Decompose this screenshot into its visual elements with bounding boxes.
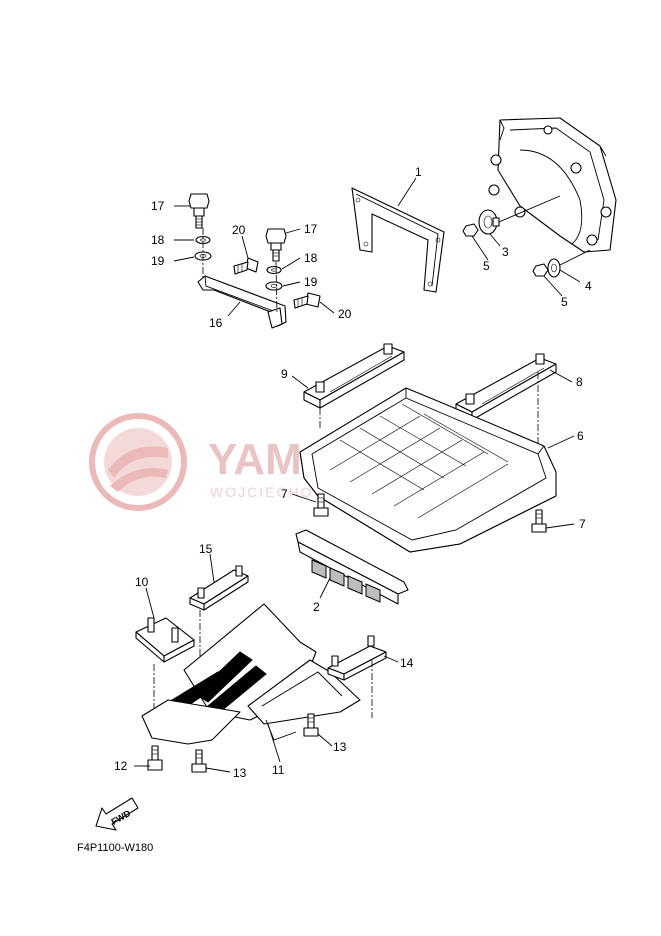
callout-18-right: 18: [304, 251, 318, 265]
callout-2: 2: [313, 600, 320, 614]
part-20-screw-left: [233, 257, 259, 275]
part-8-rail: [455, 353, 557, 421]
callout-14: 14: [400, 656, 414, 670]
callout-19-left: 19: [151, 254, 165, 268]
part-10-pad: [135, 617, 195, 663]
callout-9: 9: [281, 367, 288, 381]
callout-17-right: 17: [304, 222, 318, 236]
part-7-screw-left: [313, 493, 329, 517]
part-12-screw: [147, 745, 163, 771]
fwd-arrow-icon: FWD: [95, 797, 139, 831]
part-16-bracket: [197, 275, 287, 329]
part-3-rubber-mount: [478, 195, 561, 235]
callout-3: 3: [502, 245, 509, 259]
callout-5-upper: 5: [483, 259, 490, 273]
callout-13-left: 13: [233, 766, 247, 780]
callout-7-left: 7: [281, 487, 288, 501]
watermark-logo-icon: [89, 413, 187, 511]
callout-17-left: 17: [151, 199, 165, 213]
part-7-screw-right: [531, 509, 547, 533]
part-14-pad: [327, 635, 387, 681]
callout-12: 12: [114, 759, 128, 773]
callout-1: 1: [415, 165, 422, 179]
callout-8: 8: [576, 375, 583, 389]
callout-15: 15: [199, 542, 213, 556]
callout-5-lower: 5: [561, 295, 568, 309]
part-6-bed-plate: [299, 387, 557, 553]
part-13-screw-left: [191, 749, 207, 773]
part-9-rail: [303, 343, 405, 409]
callout-16: 16: [209, 316, 223, 330]
callout-20-left: 20: [232, 223, 246, 237]
callout-11: 11: [272, 763, 285, 777]
part-17-bolt-right: [265, 228, 287, 262]
part-15-pad: [189, 565, 249, 611]
part-18-washer-right: [266, 265, 282, 275]
part-5-nut-upper: [462, 223, 479, 237]
callout-labels: 1 2 3 4 5 5 6 7 7 8 9 10 11 12 13 13 14 …: [114, 165, 592, 780]
leader-lines: [134, 177, 581, 773]
part-20-screw-right: [293, 292, 321, 309]
part-19-washer-right: [265, 281, 283, 291]
callout-7-right: 7: [579, 517, 586, 531]
part-4-damper: [547, 249, 591, 278]
callout-10: 10: [135, 575, 149, 589]
part-17-bolt-left: [188, 193, 210, 229]
diagram-code: F4P1100-W180: [77, 842, 153, 854]
part-13-screw-right: [303, 713, 319, 737]
part-1-plate: [351, 187, 445, 293]
part-5-nut-lower: [532, 263, 549, 277]
callout-19-right: 19: [304, 275, 318, 289]
callout-20-right: 20: [338, 307, 352, 321]
part-2-rubber-strip: [295, 529, 409, 605]
callout-6: 6: [577, 429, 584, 443]
callout-18-left: 18: [151, 233, 165, 247]
callout-13-right: 13: [333, 740, 347, 754]
engine-housing: [488, 117, 617, 253]
part-11-intake-grate: [141, 603, 361, 745]
callout-4: 4: [585, 279, 592, 293]
